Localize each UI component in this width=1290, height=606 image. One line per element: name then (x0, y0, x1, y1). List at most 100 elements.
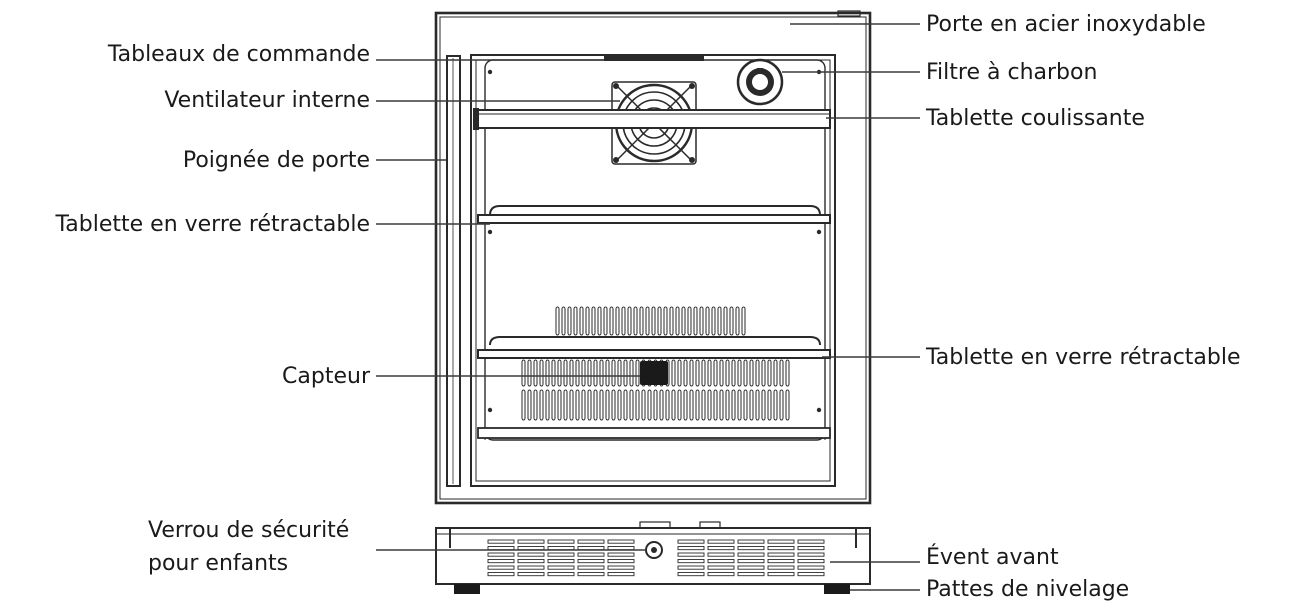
grille-slat (719, 389, 724, 421)
grille-slat (743, 389, 748, 421)
grille-slat (563, 359, 568, 387)
glass-window (470, 54, 836, 487)
leveling-leg-left (454, 584, 480, 594)
grille-slat (731, 389, 736, 421)
door-top-hinge (837, 10, 861, 17)
vent-slat (737, 552, 765, 557)
vent-slat (737, 572, 765, 577)
grille-slat (615, 306, 620, 336)
vent-slat (607, 572, 635, 577)
grille-slat (677, 359, 682, 387)
door-handle-bar (446, 55, 461, 487)
vent-slat (487, 539, 515, 544)
label-internal-fan: Ventilateur interne (164, 88, 370, 113)
grille-slat (749, 389, 754, 421)
grille-slat (705, 306, 710, 336)
grille-slat (629, 359, 634, 387)
grille-slat (701, 389, 706, 421)
grille-slat (707, 389, 712, 421)
labels: Tableaux de commande Ventilateur interne… (54, 12, 1240, 602)
appliance-illustration (434, 10, 872, 594)
grille-slat (737, 389, 742, 421)
vent-slat (577, 559, 605, 564)
grille-slat (573, 306, 578, 336)
vent-slat (707, 539, 735, 544)
vent-slat (797, 546, 825, 551)
label-door-handle: Poignée de porte (183, 148, 370, 173)
vent-slat (767, 539, 795, 544)
grille-slat (743, 359, 748, 387)
vent-slat (737, 539, 765, 544)
grille-slat (587, 359, 592, 387)
grille-slat (749, 359, 754, 387)
vent-slat (707, 559, 735, 564)
vent-slat (707, 565, 735, 570)
grille-slat (713, 389, 718, 421)
vent-slat (607, 552, 635, 557)
grille-slat (623, 359, 628, 387)
vent-slat (517, 572, 545, 577)
grille-slat (669, 306, 674, 336)
grille-slat (723, 306, 728, 336)
label-glass-shelf-right: Tablette en verre rétractable (925, 345, 1241, 370)
grille-slat (675, 306, 680, 336)
grille-slat (545, 389, 550, 421)
label-stainless-door: Porte en acier inoxydable (926, 12, 1206, 37)
grille-slat (647, 389, 652, 421)
grille-slat (627, 306, 632, 336)
vent-slat (577, 539, 605, 544)
grille-slat (693, 306, 698, 336)
vent-slat (767, 546, 795, 551)
grille-slat (617, 389, 622, 421)
vent-slat (797, 552, 825, 557)
label-control-panel: Tableaux de commande (107, 42, 370, 67)
grille-slat (773, 359, 778, 387)
vent-slat (797, 559, 825, 564)
grille-slat (665, 389, 670, 421)
grille-slat (629, 389, 634, 421)
grille-slat (599, 359, 604, 387)
label-sliding-shelf: Tablette coulissante (925, 106, 1145, 131)
vent-slat (547, 559, 575, 564)
grille-slat (755, 359, 760, 387)
grille-slat (605, 359, 610, 387)
bottom-shelf (477, 427, 831, 439)
vent-slat (487, 565, 515, 570)
vent-slat (677, 572, 705, 577)
grille-slat (635, 359, 640, 387)
grille-slat (713, 359, 718, 387)
grille-slat (579, 306, 584, 336)
grille-slat (683, 389, 688, 421)
label-child-lock-line2: pour enfants (148, 551, 288, 576)
grille-slat (671, 359, 676, 387)
grille-slat (711, 306, 716, 336)
control-panel-strip (604, 56, 704, 61)
label-front-vent: Évent avant (926, 544, 1059, 570)
grille-slat (785, 389, 790, 421)
vent-slat (607, 539, 635, 544)
grille-slat (593, 389, 598, 421)
vent-slat (737, 559, 765, 564)
glass-shelf-lower (477, 336, 831, 359)
grille-slat (779, 389, 784, 421)
grille-slat (597, 306, 602, 336)
vent-slat (547, 565, 575, 570)
grille-slat (701, 359, 706, 387)
grille-slat (779, 359, 784, 387)
glass-shelf-upper (477, 205, 831, 224)
grille-slat (671, 389, 676, 421)
vent-slat (577, 565, 605, 570)
grille-slat (533, 389, 538, 421)
grille-slat (569, 389, 574, 421)
vent-slat (677, 552, 705, 557)
label-leveling-legs: Pattes de nivelage (926, 577, 1129, 602)
grille-slat (617, 359, 622, 387)
grille-slat (767, 359, 772, 387)
grille-slat (689, 359, 694, 387)
grille-slat (557, 389, 562, 421)
door-frame (434, 11, 872, 505)
vent-slat (677, 559, 705, 564)
vent-slat (767, 559, 795, 564)
grille-slat (581, 389, 586, 421)
grille-slat (717, 306, 722, 336)
